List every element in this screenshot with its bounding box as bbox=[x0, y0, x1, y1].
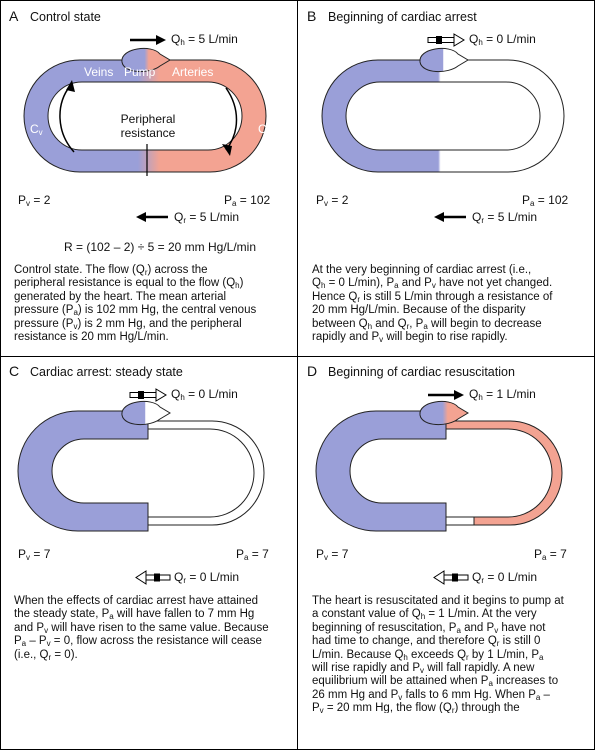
panel-title: Control state bbox=[30, 10, 101, 24]
qh-label: Qh = 0 L/min bbox=[171, 387, 238, 402]
caption-line: 20 mm Hg/L/min. Because of the disparity bbox=[312, 304, 526, 317]
pv-label: Pv = 2 bbox=[18, 193, 51, 208]
qh-label: Qh = 5 L/min bbox=[171, 32, 238, 47]
arterial-unfilled bbox=[445, 516, 475, 526]
vascular-loop bbox=[23, 59, 267, 173]
qr-arrow bbox=[434, 212, 466, 222]
arteries-label: Arteries bbox=[172, 65, 214, 79]
arterial-flow-arrow bbox=[225, 87, 238, 151]
caption-line: Hence Qr is still 5 L/min through a resi… bbox=[312, 290, 553, 304]
circulation-diagram bbox=[315, 390, 563, 585]
pump-bulge bbox=[121, 47, 171, 72]
caption-line: Qh = 0 L/min), Pa and Pv have not yet ch… bbox=[312, 277, 553, 291]
panel-title: Beginning of cardiac resuscitation bbox=[328, 365, 515, 379]
qr-label: Qr = 0 L/min bbox=[174, 570, 240, 585]
caption-line: equilibrium will be attained when Pa inc… bbox=[312, 675, 559, 689]
panel-caption: At the very beginning of cardiac arrest … bbox=[312, 264, 587, 344]
panel-letter: D bbox=[307, 363, 318, 379]
caption-line: beginning of resuscitation, Pa and Pv ha… bbox=[312, 621, 546, 635]
pv-label: Pv = 7 bbox=[18, 547, 51, 562]
pump-bulge bbox=[121, 400, 171, 425]
venous-segment bbox=[315, 410, 447, 532]
caption-line: peripheral resistance is equal to the fl… bbox=[14, 277, 244, 291]
cv-label: Cv bbox=[30, 122, 43, 137]
venous-segment bbox=[17, 410, 149, 532]
qr-label: Qr = 5 L/min bbox=[472, 210, 538, 225]
caption-line: between Qh and Qr, Pa will begin to decr… bbox=[312, 317, 542, 331]
pump-bulge bbox=[419, 47, 469, 72]
qh-arrow-hollow bbox=[427, 33, 465, 47]
pa-label: Pa = 7 bbox=[534, 547, 567, 562]
caption-line: L/min. Because Qh exceeds Qr by 1 L/min,… bbox=[312, 648, 544, 662]
caption-line: At the very beginning of cardiac arrest … bbox=[312, 264, 532, 276]
panel-arrest-steady-state: C Cardiac arrest: steady state Qh = 0 L/… bbox=[0, 357, 297, 713]
pv-label: Pv = 7 bbox=[316, 547, 349, 562]
qh-label: Qh = 0 L/min bbox=[469, 32, 536, 47]
caption-line: will rise rapidly and Pv will fall rapid… bbox=[312, 662, 535, 676]
caption-line: had time to change, and therefore Qr is … bbox=[312, 635, 541, 649]
panel-beginning-of-arrest: B Beginning of cardiac arrest Qh = 0 L/m… bbox=[298, 0, 595, 356]
panel-letter: C bbox=[9, 363, 20, 379]
caption-line: When the effects of cardiac arrest have … bbox=[14, 595, 258, 607]
arterial-segment bbox=[147, 420, 265, 526]
qh-arrow bbox=[130, 35, 166, 45]
circulation-diagram bbox=[23, 35, 267, 222]
ca-label: Ca bbox=[258, 122, 272, 137]
caption-line: rapidly and Pv will begin to rise rapidl… bbox=[312, 331, 508, 345]
panel-title: Beginning of cardiac arrest bbox=[328, 10, 477, 24]
panel-caption: When the effects of cardiac arrest have … bbox=[14, 595, 289, 662]
caption-line: 26 mm Hg and Pv falls to 6 mm Hg. When P… bbox=[312, 688, 550, 702]
pump-bulge bbox=[419, 400, 469, 425]
venous-flow-arrow bbox=[59, 85, 75, 153]
qh-arrow-hollow bbox=[129, 388, 167, 402]
qr-label: Qr = 0 L/min bbox=[472, 570, 538, 585]
caption-line: The heart is resuscitated and it begins … bbox=[312, 595, 564, 607]
caption-line: Pv = 20 mm Hg, the flow (Qr) through the bbox=[312, 702, 520, 713]
pa-label: Pa = 102 bbox=[522, 193, 569, 208]
pv-label: Pv = 2 bbox=[316, 193, 349, 208]
panel-caption: The heart is resuscitated and it begins … bbox=[312, 595, 587, 713]
panel-letter: A bbox=[9, 8, 19, 24]
caption-line: resistance is 20 mm Hg/L/min. bbox=[14, 331, 169, 344]
caption-line: a constant value of Qh = 1 L/min. At the… bbox=[312, 608, 537, 622]
circulation-diagram bbox=[17, 388, 265, 585]
caption-line: and Pv will have risen to the same value… bbox=[14, 621, 269, 635]
veins-label: Veins bbox=[84, 65, 114, 79]
vertical-divider bbox=[297, 0, 298, 750]
circulation-diagram bbox=[321, 33, 565, 222]
caption-line: Control state. The flow (Qr) across the bbox=[14, 264, 208, 277]
panel-beginning-of-resuscitation: D Beginning of cardiac resuscitation bbox=[298, 357, 595, 713]
panel-control-state: A Control state Qh = 5 L/ bbox=[0, 0, 297, 356]
pa-label: Pa = 102 bbox=[224, 193, 271, 208]
pa-label: Pa = 7 bbox=[236, 547, 269, 562]
pump-label: Pump bbox=[124, 65, 156, 79]
panel-letter: B bbox=[307, 8, 317, 24]
panel-title: Cardiac arrest: steady state bbox=[30, 365, 183, 379]
vascular-loop bbox=[321, 59, 565, 173]
qr-arrow bbox=[136, 212, 168, 222]
caption-line: pressure (Pa) is 102 mm Hg, the central … bbox=[14, 304, 257, 318]
qr-arrow-hollow bbox=[433, 570, 469, 585]
caption-line: pressure (Pv) is 2 mm Hg, and the periph… bbox=[14, 317, 242, 331]
caption-line: generated by the heart. The mean arteria… bbox=[14, 290, 227, 303]
qh-label: Qh = 1 L/min bbox=[469, 387, 536, 402]
qh-arrow bbox=[428, 390, 464, 400]
qr-arrow-hollow bbox=[135, 570, 171, 585]
resistance-formula: R = (102 – 2) ÷ 5 = 20 mm Hg/L/min bbox=[64, 240, 256, 254]
caption-line: Pa – Pv = 0, flow across the resistance … bbox=[14, 635, 262, 649]
horizontal-divider bbox=[0, 356, 595, 357]
arterial-segment bbox=[445, 420, 563, 526]
qr-label: Qr = 5 L/min bbox=[174, 210, 240, 225]
caption-line: (i.e., Qr = 0). bbox=[14, 648, 78, 662]
caption-line: the steady state, Pa will have fallen to… bbox=[14, 608, 255, 622]
